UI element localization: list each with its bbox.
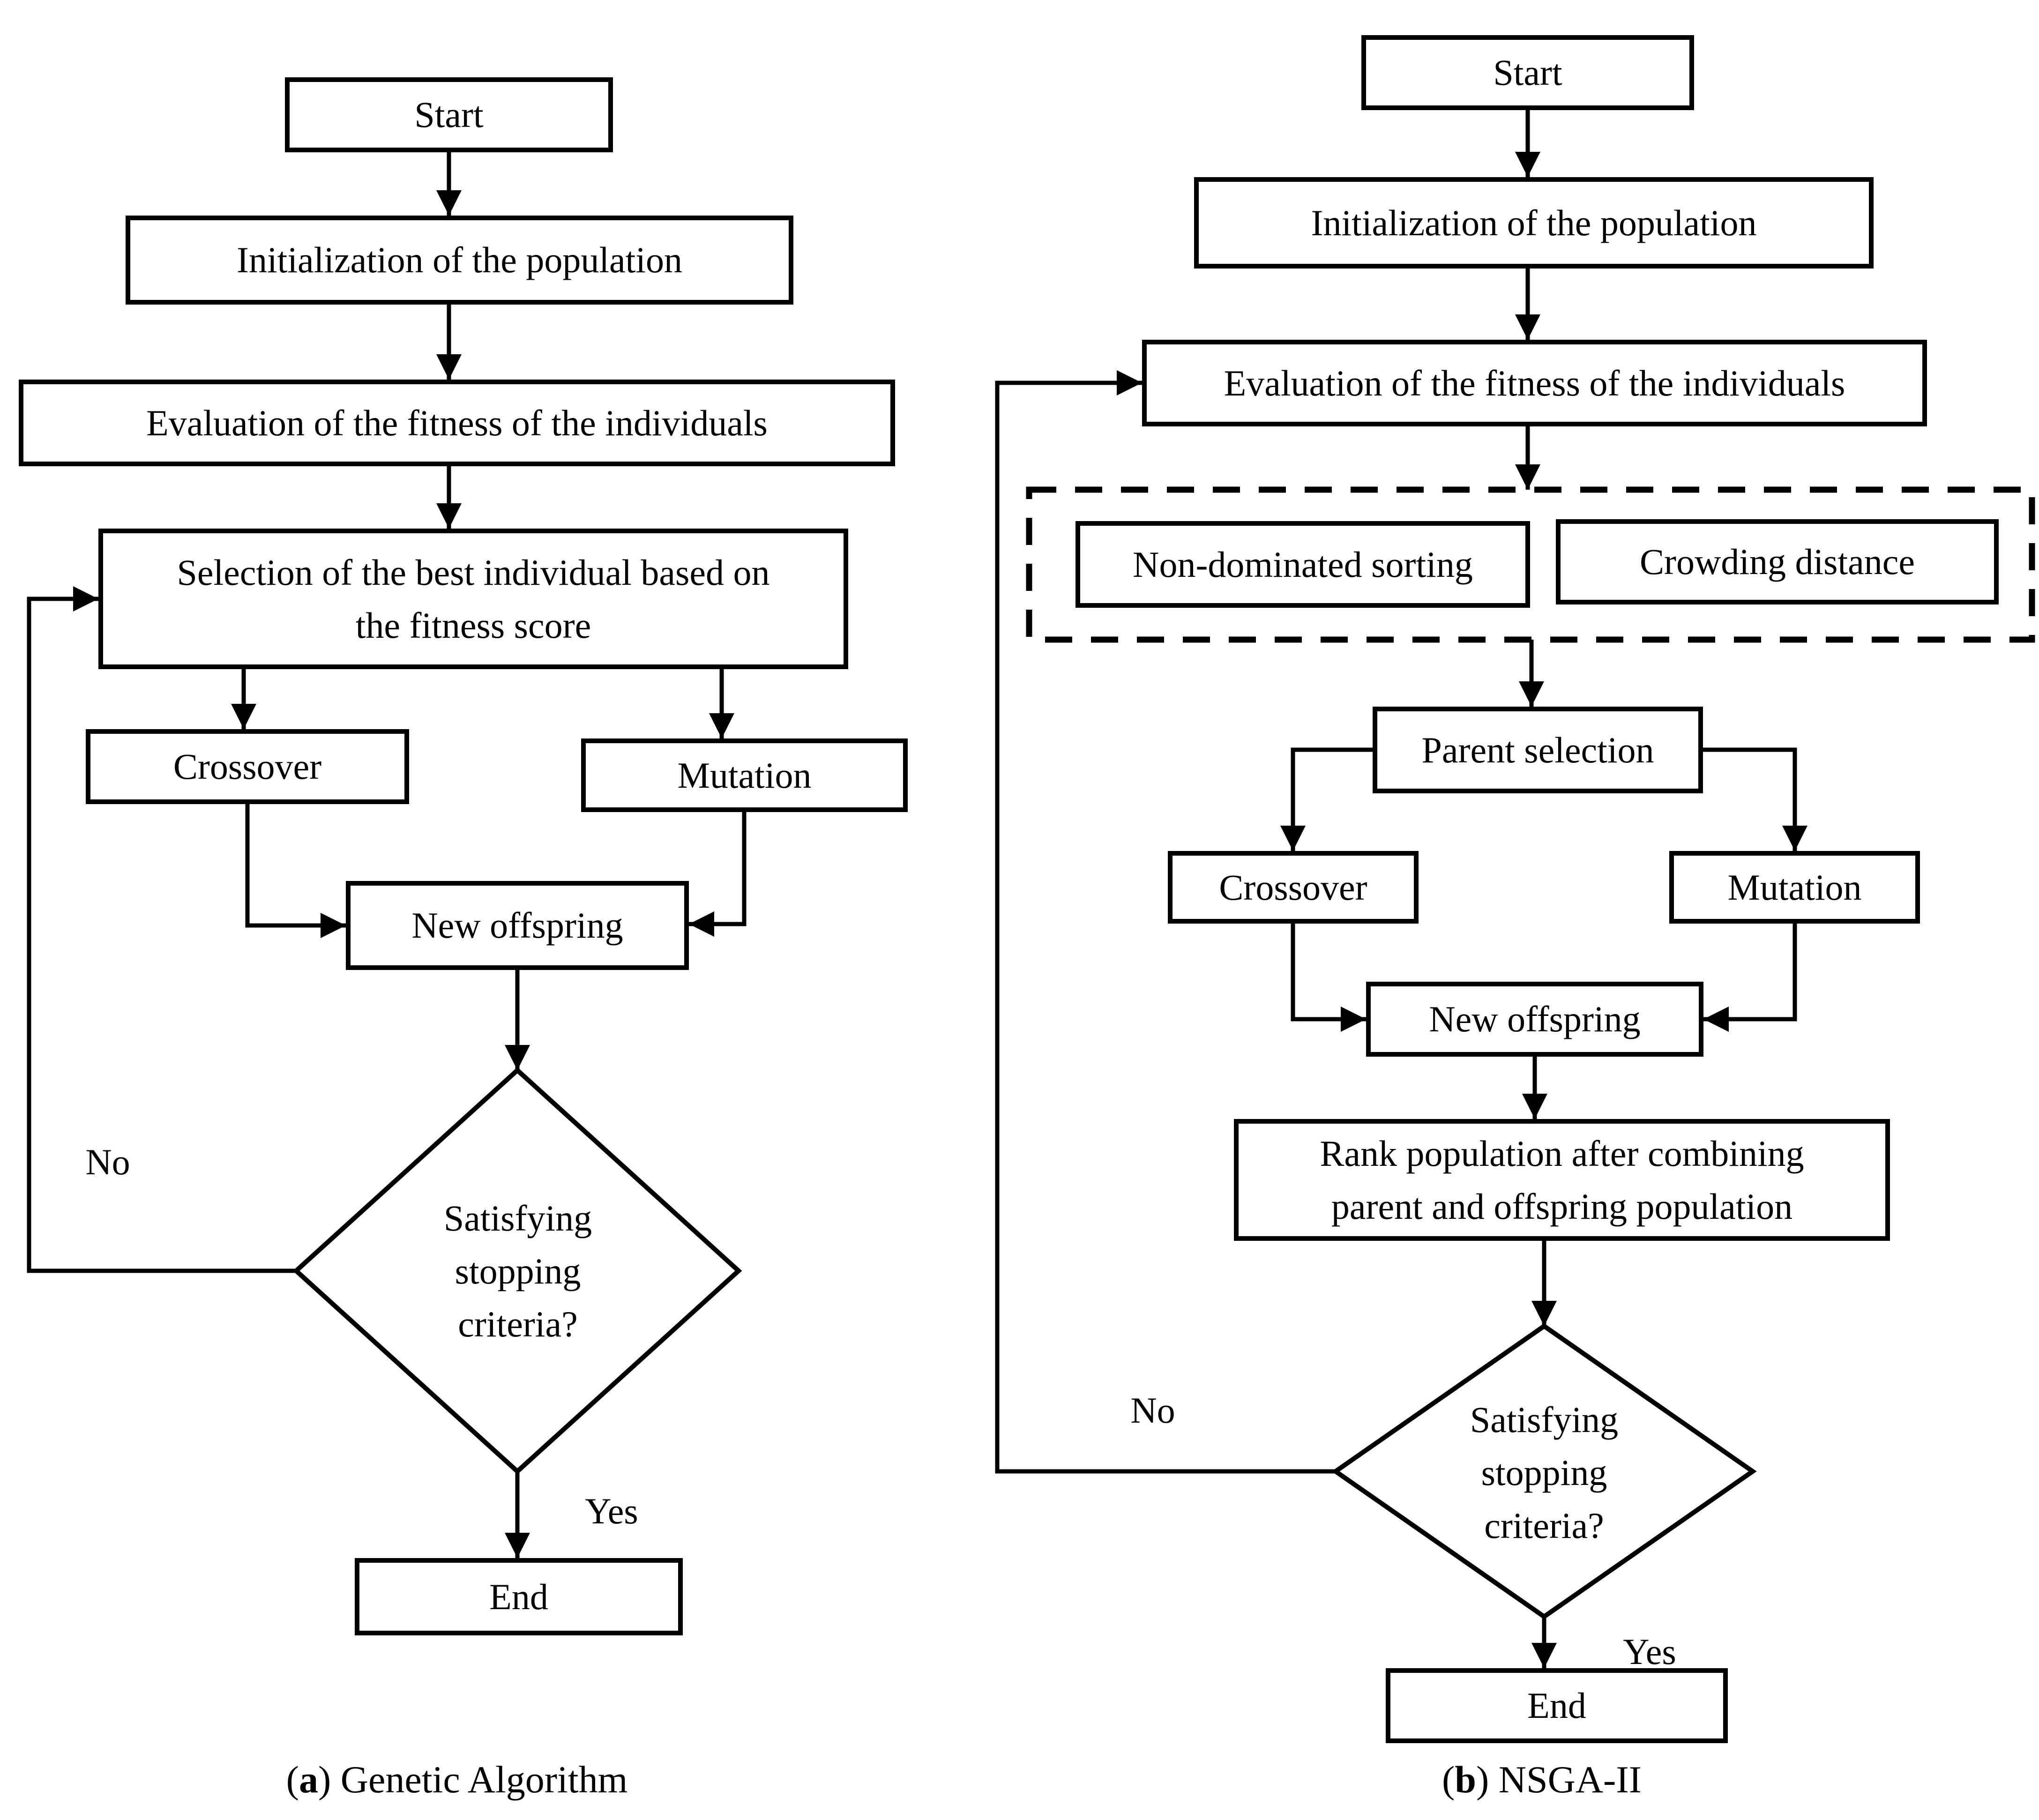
b-sorting-group-dashed-box (1026, 486, 2035, 643)
a-decision-diamond (292, 1067, 742, 1475)
b-caption: (b) NSGA-II (1307, 1755, 1776, 1805)
a-node-evaluation: Evaluation of the fitness of the individ… (19, 380, 895, 466)
b-caption-paren-open: ( (1442, 1758, 1455, 1801)
b-decision-label: Satisfying stopping criteria? (1470, 1399, 1619, 1546)
b-node-start: Start (1361, 35, 1694, 110)
a-caption-paren-open: ( (286, 1758, 299, 1801)
arrow-b-no-loop (995, 370, 1336, 1474)
b-node-non-dominated-sorting: Non-dominated sorting (1076, 521, 1530, 608)
b-node-evaluation: Evaluation of the fitness of the individ… (1142, 340, 1927, 426)
a-caption-text: ) Genetic Algorithm (318, 1758, 628, 1801)
arrow-b-parent-to-crossover (1280, 747, 1373, 851)
a-node-end: End (355, 1558, 683, 1635)
a-decision-label: Satisfying stopping criteria? (443, 1197, 592, 1345)
a-caption-letter: a (299, 1758, 318, 1801)
b-node-new-offspring: New offspring (1366, 982, 1703, 1057)
a-node-start: Start (285, 77, 613, 152)
b-decision-diamond (1331, 1323, 1757, 1620)
a-node-mutation: Mutation (581, 738, 908, 812)
arrow-a-crossover-to-offspring (245, 804, 346, 938)
b-caption-text: ) NSGA-II (1476, 1758, 1642, 1801)
b-node-parent-selection: Parent selection (1373, 707, 1703, 793)
arrow-a-no-loop (27, 586, 296, 1273)
a-edge-label-no: No (85, 1141, 130, 1183)
arrow-b-parent-to-mutation (1703, 747, 1807, 851)
a-node-new-offspring: New offspring (346, 881, 689, 970)
b-edge-label-no: No (1130, 1390, 1175, 1431)
a-caption: (a) Genetic Algorithm (176, 1755, 738, 1805)
connectors-chart-a (27, 152, 747, 1558)
b-node-end: End (1386, 1668, 1728, 1743)
b-node-crossover: Crossover (1168, 851, 1419, 924)
b-edge-label-yes: Yes (1623, 1631, 1676, 1672)
b-node-initialization: Initialization of the population (1194, 177, 1874, 269)
b-node-rank-population: Rank population after combining parent a… (1234, 1119, 1890, 1241)
a-node-initialization: Initialization of the population (126, 216, 793, 305)
a-edge-label-yes: Yes (585, 1491, 638, 1532)
a-node-crossover: Crossover (86, 729, 409, 804)
arrow-b-mutation-to-offspring (1703, 924, 1797, 1032)
arrow-b-crossover-to-offspring (1291, 924, 1366, 1032)
arrow-a-mutation-to-offspring (689, 812, 747, 937)
b-node-mutation: Mutation (1669, 851, 1920, 924)
b-node-crowding-distance: Crowding distance (1556, 519, 1999, 604)
connectors-chart-b (995, 110, 1807, 1668)
a-node-selection: Selection of the best individual based o… (98, 529, 848, 669)
b-caption-letter: b (1455, 1758, 1476, 1801)
